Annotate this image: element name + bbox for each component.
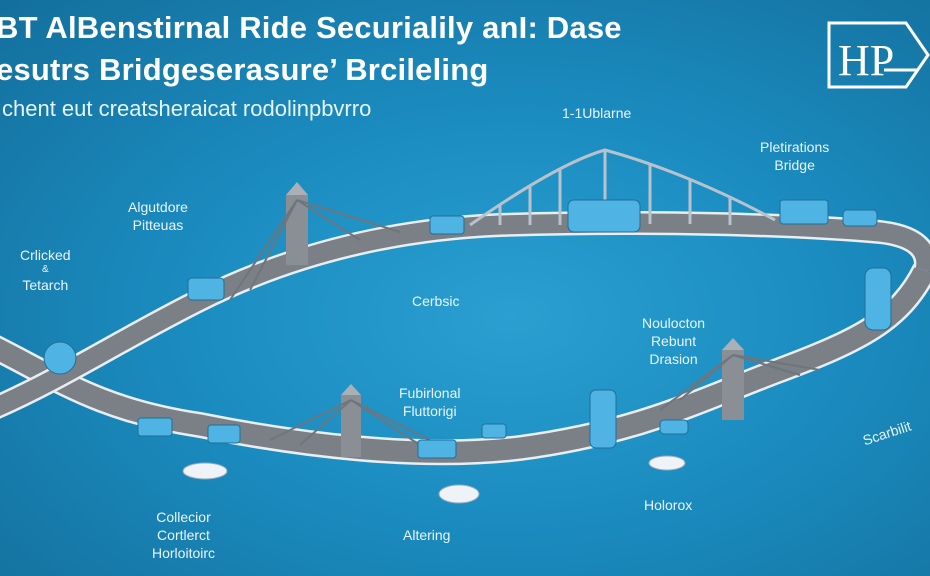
label-line: Pitteuas [132,217,184,233]
label-noulocton: Noulocton Rebunt Drasion [642,314,705,368]
title-line-2: esutrs Bridgeserasure’ Brcileling [0,52,489,87]
tower-lower-middle [269,384,446,457]
label-holorox: Holorox [644,497,693,513]
label-line: Tetarch [22,277,69,293]
modules [43,199,892,459]
tower-lower-right [659,338,821,420]
label-plt-bridge: Pletirations Bridge [760,138,829,174]
label-line: Crlicked [20,247,71,263]
hp-logo: HP [827,21,930,89]
label-fubirlonal: Fubirlonal Fluttorigi [399,384,460,420]
label-line: Collecior [156,509,211,525]
title-line-1: BT AlBenstirnal Ride Securialily anI: Da… [0,10,622,45]
label-line: Rebunt [650,333,697,349]
lower-road [0,263,930,466]
upper-road [0,210,930,419]
svg-text:HP: HP [838,36,894,85]
arch-truss [469,148,776,227]
label-algutdore: Algutdore Pitteuas [128,198,188,234]
label-crlicked: Crlicked & Tetarch [20,246,71,294]
label-line: Horloitoirc [152,545,216,561]
label-line: Algutdore [128,199,188,215]
label-line: Fluttorigi [402,403,457,419]
label-line: Bridge [774,157,815,173]
label-line: Noulocton [642,315,706,331]
label-line: Drasion [649,351,698,367]
label-line: Pletirations [760,139,830,155]
label-line: & [41,264,49,275]
label-collector: Collecior Cortlerct Horloitoirc [152,508,215,562]
label-cerbsic: Cerbsic [412,293,460,309]
label-line: Fubirlonal [399,385,461,401]
pods [182,455,686,504]
tower-upper-left [229,182,401,301]
label-line: Cortlerct [157,527,210,543]
subtitle: chent eut creatsheraicat rodolinpbvrro [2,96,372,121]
label-top-span: 1-1Ublarne [562,105,632,121]
label-altering: Altering [403,527,451,543]
